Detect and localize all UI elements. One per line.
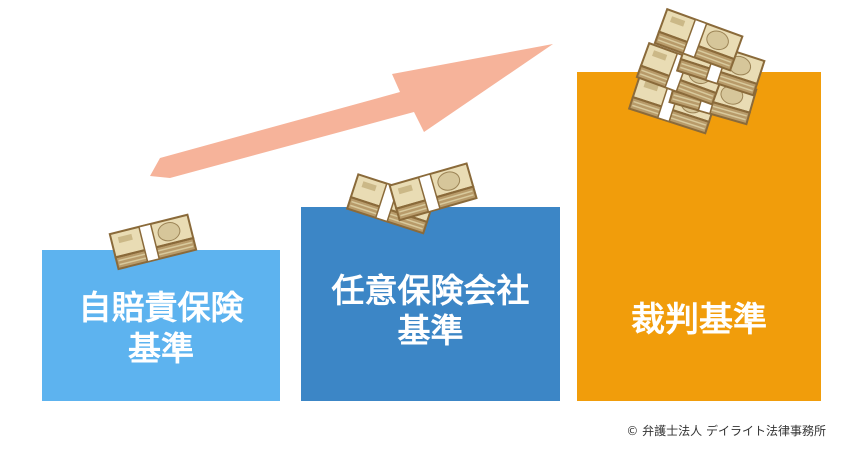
tier-label-line1: 任意保険会社 <box>331 270 530 310</box>
tier-label-line2: 基準 <box>397 311 464 350</box>
tier-jibaiseki: 自賠責保険 基準 <box>42 250 280 401</box>
copyright-credit: © 弁護士法人 デイライト法律事務所 <box>626 424 826 438</box>
banknote-bundle-icon <box>388 162 478 222</box>
tier-label: 自賠責保険 基準 <box>79 288 244 369</box>
arrow-icon <box>150 44 553 178</box>
tier-label-line1: 裁判基準 <box>631 300 767 340</box>
tier-nini-hoken: 任意保険会社 基準 <box>301 207 560 401</box>
tier-label-line2: 基準 <box>128 328 194 368</box>
tier-label: 裁判基準 <box>577 300 821 341</box>
tier-label-line1: 自賠責保険 <box>78 288 244 328</box>
tier-label: 任意保険会社 基準 <box>332 271 530 352</box>
banknote-bundle-icon <box>108 213 198 271</box>
